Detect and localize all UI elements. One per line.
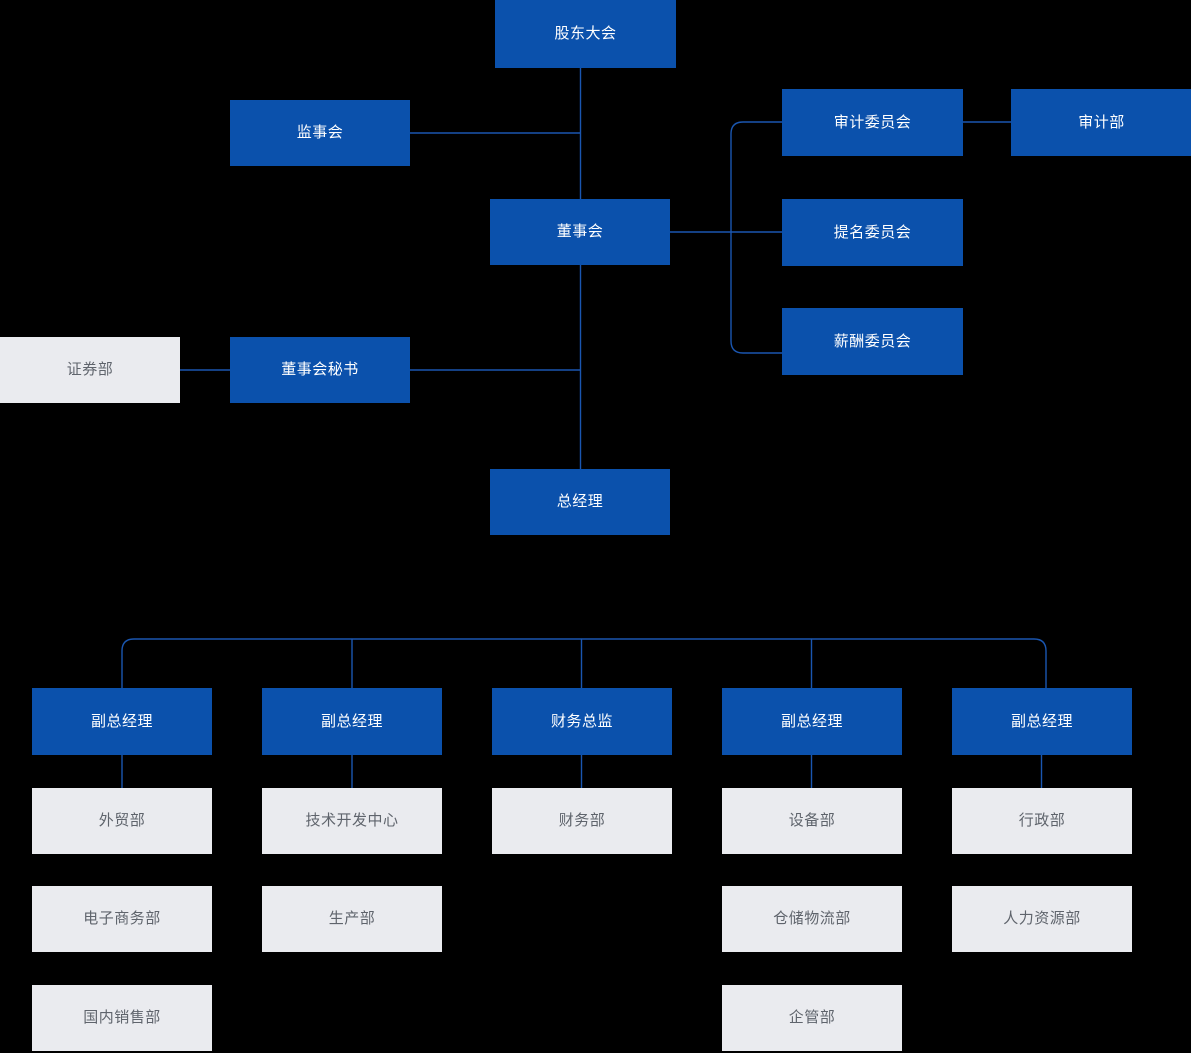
node-administration-department[interactable]: 行政部 (952, 788, 1132, 854)
node-chief-financial-officer[interactable]: 财务总监 (492, 688, 672, 755)
edge-gm-bracket-horizontal (121, 638, 1047, 688)
node-foreign-trade-department[interactable]: 外贸部 (32, 788, 212, 854)
node-finance-department[interactable]: 财务部 (492, 788, 672, 854)
node-audit-committee[interactable]: 审计委员会 (782, 89, 963, 156)
node-general-manager[interactable]: 总经理 (490, 469, 670, 535)
node-compensation-committee[interactable]: 薪酬委员会 (782, 308, 963, 375)
node-equipment-department[interactable]: 设备部 (722, 788, 902, 854)
node-deputy-general-manager-1[interactable]: 副总经理 (32, 688, 212, 755)
node-board-of-supervisors[interactable]: 监事会 (230, 100, 410, 166)
node-production-department[interactable]: 生产部 (262, 886, 442, 952)
node-shareholders-meeting[interactable]: 股东大会 (495, 0, 676, 68)
node-ecommerce-department[interactable]: 电子商务部 (32, 886, 212, 952)
node-deputy-general-manager-2[interactable]: 副总经理 (262, 688, 442, 755)
edge-committees-vertical-bracket (730, 121, 782, 354)
node-securities-department[interactable]: 证券部 (0, 337, 180, 403)
node-tech-development-center[interactable]: 技术开发中心 (262, 788, 442, 854)
node-enterprise-management-department[interactable]: 企管部 (722, 985, 902, 1051)
node-deputy-general-manager-3[interactable]: 副总经理 (722, 688, 902, 755)
node-audit-department[interactable]: 审计部 (1011, 89, 1191, 156)
node-board-secretary[interactable]: 董事会秘书 (230, 337, 410, 403)
node-warehouse-logistics-department[interactable]: 仓储物流部 (722, 886, 902, 952)
node-deputy-general-manager-4[interactable]: 副总经理 (952, 688, 1132, 755)
node-board-of-directors[interactable]: 董事会 (490, 199, 670, 265)
node-nomination-committee[interactable]: 提名委员会 (782, 199, 963, 266)
node-domestic-sales-department[interactable]: 国内销售部 (32, 985, 212, 1051)
node-human-resources-department[interactable]: 人力资源部 (952, 886, 1132, 952)
